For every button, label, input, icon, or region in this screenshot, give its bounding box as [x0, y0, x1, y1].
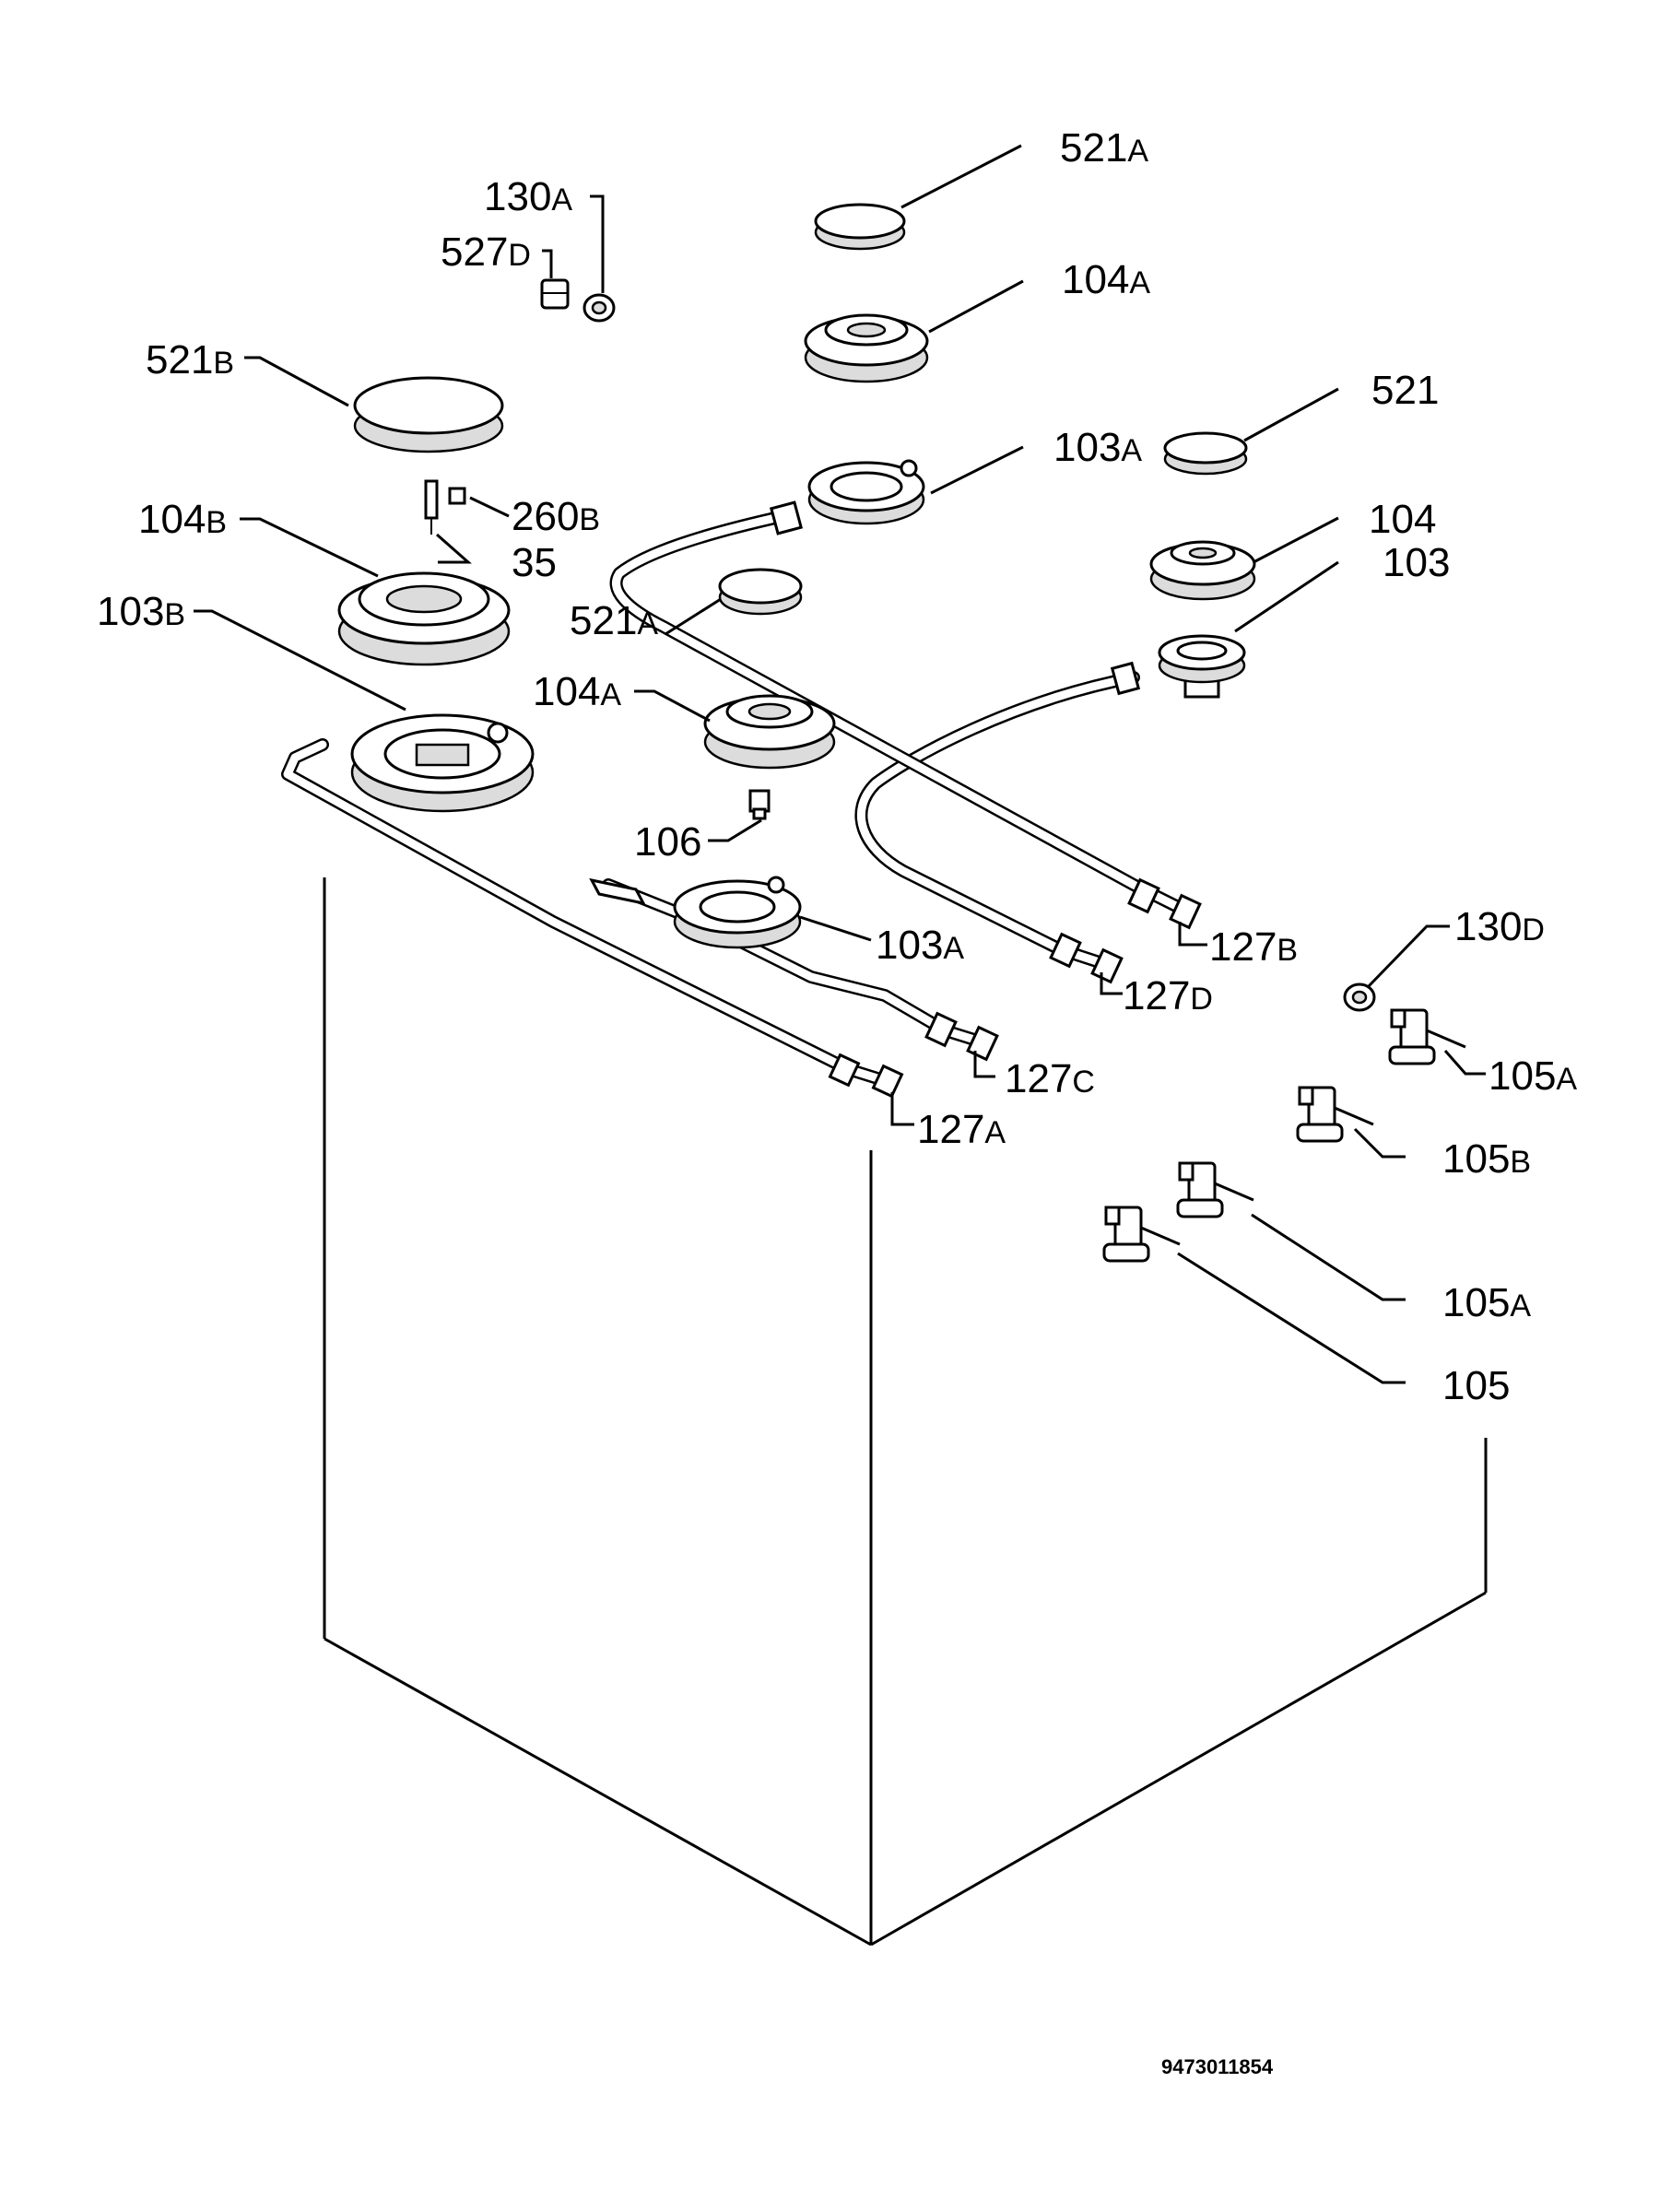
callout-105A-top: 105A	[1489, 1053, 1577, 1099]
electrode-35	[424, 479, 439, 535]
callout-127D: 127D	[1123, 973, 1213, 1018]
callout-103B: 103B	[97, 589, 185, 634]
burner-base-103B	[350, 713, 535, 813]
callout-104A-mid: 104A	[533, 669, 621, 714]
electrode-clip-260B	[448, 487, 466, 505]
leader-lines	[194, 144, 1486, 1384]
callout-106: 106	[634, 819, 701, 865]
callout-521: 521	[1371, 368, 1439, 413]
callout-521A-mid: 521A	[570, 598, 658, 643]
burner-cap-521A-top	[814, 203, 906, 251]
callout-105B: 105B	[1442, 1136, 1531, 1182]
burner-crown-104	[1149, 540, 1256, 601]
callout-127B: 127B	[1209, 924, 1298, 970]
burner-base-103A-mid	[673, 876, 802, 949]
callout-527D: 527D	[441, 229, 531, 275]
callout-130D: 130D	[1454, 904, 1545, 949]
washer-130A	[582, 293, 616, 323]
callout-130A: 130A	[484, 174, 572, 219]
injector-106	[748, 789, 771, 820]
callout-103A-mid: 103A	[876, 923, 964, 968]
burner-crown-104A-top	[804, 313, 929, 383]
callout-35: 35	[512, 540, 557, 585]
burner-cap-521B	[353, 376, 504, 453]
gas-tap-105B	[1296, 1086, 1374, 1143]
gas-tap-105A-top	[1388, 1008, 1466, 1065]
callout-260B: 260B	[512, 494, 600, 539]
document-number: 9473011854	[1161, 2055, 1274, 2078]
callout-105: 105	[1442, 1363, 1510, 1408]
burner-cap-521A-mid	[718, 568, 803, 616]
burner-cap-521	[1163, 431, 1248, 476]
callout-521A-top: 521A	[1060, 125, 1148, 171]
callout-127A: 127A	[917, 1107, 1006, 1152]
callout-labels: 521A 130A 527D 104A 521B 521 103A 260B 1…	[97, 125, 1577, 1408]
callout-105A-mid: 105A	[1442, 1280, 1531, 1325]
washer-130D	[1343, 982, 1376, 1012]
callout-103A-top: 103A	[1053, 425, 1142, 470]
callout-104A-top: 104A	[1062, 257, 1150, 302]
callout-127C: 127C	[1005, 1056, 1095, 1101]
gas-pipe-127A	[281, 738, 904, 1099]
burner-base-103	[1158, 634, 1246, 699]
burner-base-103A-top	[807, 459, 925, 525]
burner-crown-104A-mid	[703, 694, 836, 770]
callout-103: 103	[1383, 540, 1450, 585]
nut-527D	[540, 278, 570, 310]
callout-521B: 521B	[146, 337, 234, 382]
gas-pipe-127B	[609, 500, 1202, 930]
gas-tap-105A-mid	[1176, 1161, 1254, 1218]
gas-tap-105	[1102, 1206, 1181, 1263]
cabinet-outline	[323, 877, 1488, 1947]
callout-104: 104	[1369, 497, 1436, 542]
callout-104B: 104B	[138, 497, 227, 542]
burner-crown-104B	[337, 571, 511, 666]
